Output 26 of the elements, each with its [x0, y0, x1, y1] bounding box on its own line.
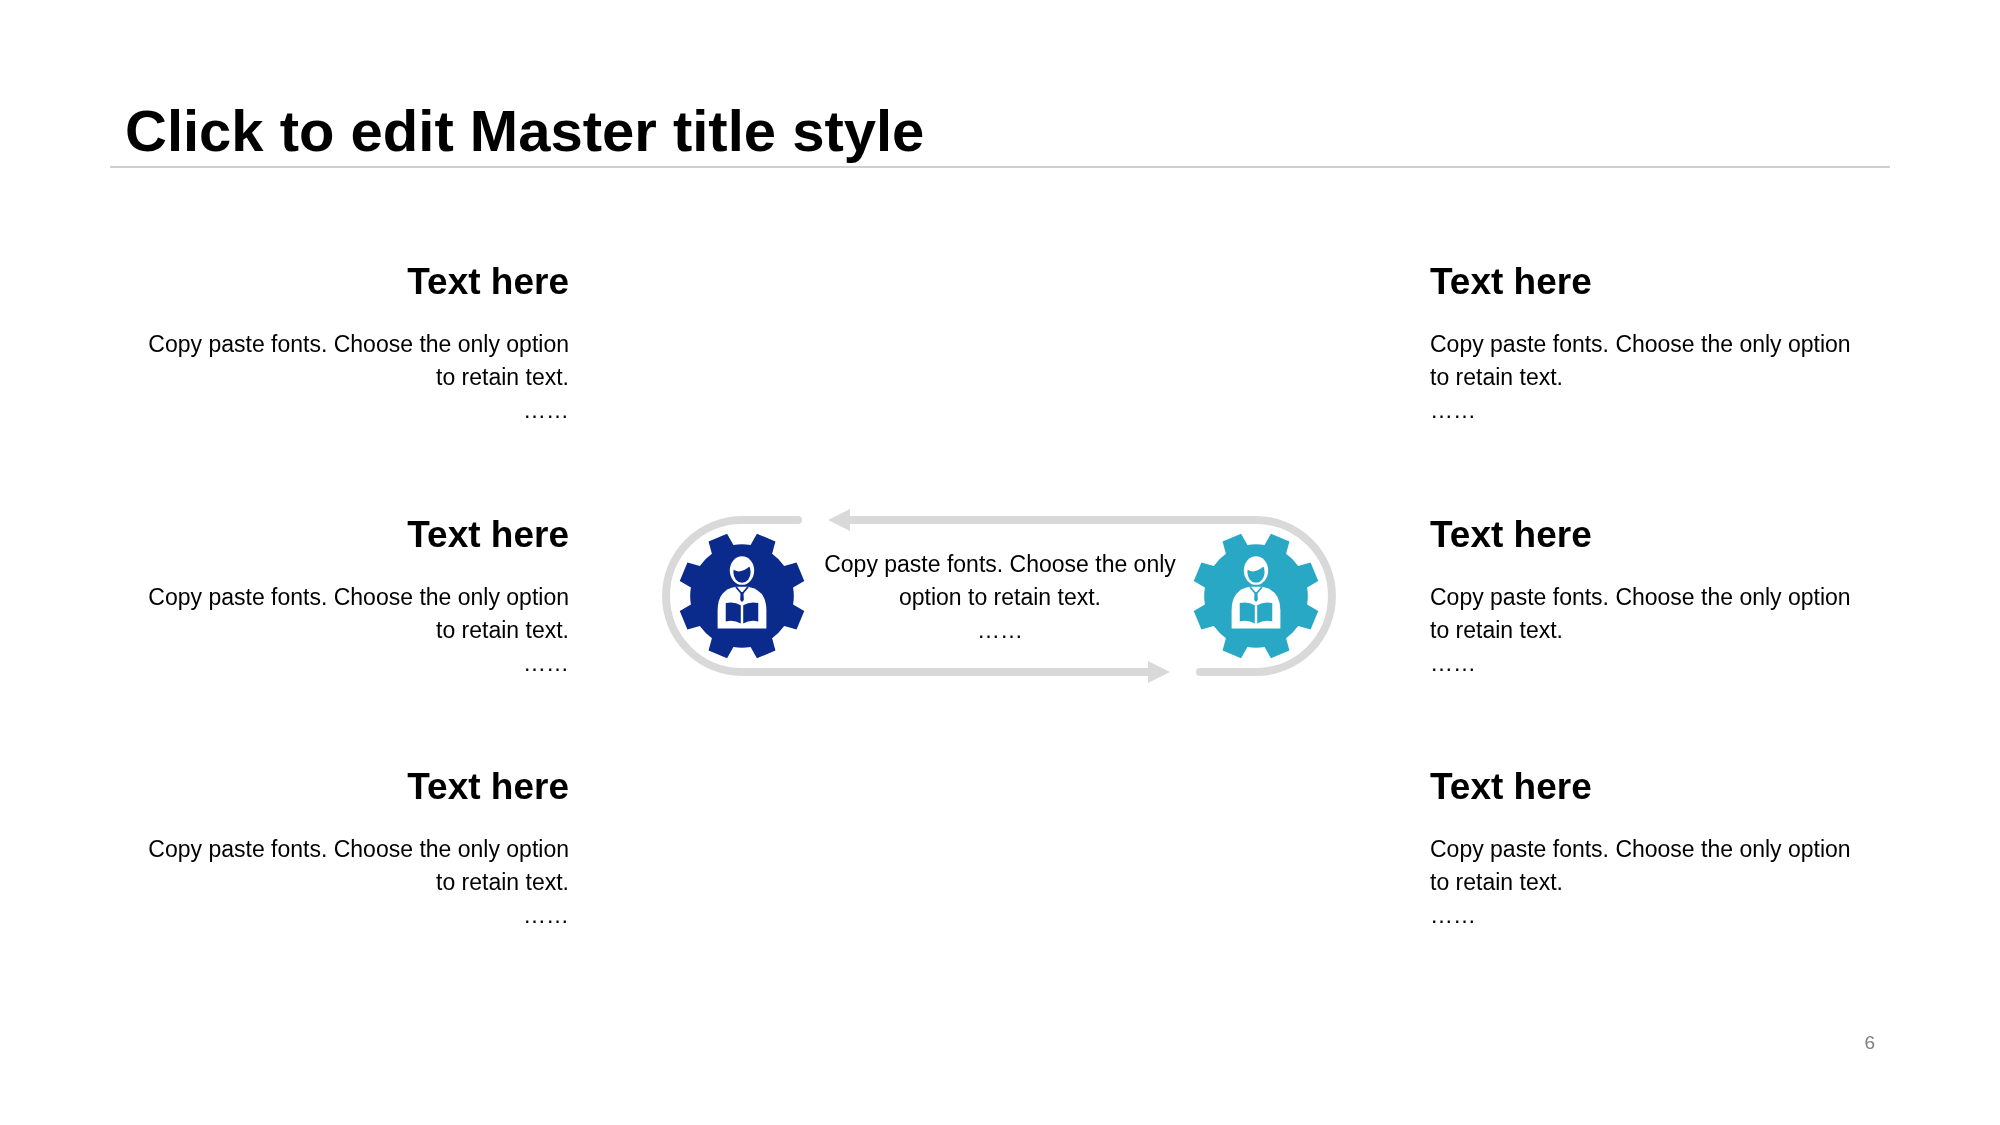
gear-reader-icon: [679, 533, 805, 659]
body-text: Copy paste fonts. Choose the only option to retain text.: [823, 550, 1177, 612]
section-heading: Text here: [407, 260, 569, 304]
ellipsis-text: ……: [523, 396, 569, 425]
body-text: Copy paste fonts. Choose the only option to retain text.: [147, 835, 569, 897]
ellipsis-text: ……: [1430, 901, 1476, 930]
page-number: 6: [1864, 1032, 1875, 1054]
slide-title: Click to edit Master title style: [125, 98, 925, 164]
ellipsis-text: ……: [1430, 648, 1476, 678]
body-text: Copy paste fonts. Choose the only option to retain text.: [1430, 835, 1852, 897]
curved-arrow: [662, 516, 1170, 683]
section-heading: Text here: [1430, 765, 1592, 809]
body-text: Copy paste fonts. Choose the only option to retain text.: [1430, 582, 1852, 645]
body-text: Copy paste fonts. Choose the only option to retain text.: [1430, 330, 1852, 392]
body-text: Copy paste fonts. Choose the only option to retain text.: [147, 330, 569, 392]
section-heading: Text here: [1430, 260, 1592, 304]
section-heading: Text here: [407, 765, 569, 809]
curved-arrow: [828, 509, 1336, 676]
ellipsis-text: ……: [523, 648, 569, 678]
ellipsis-text: ……: [977, 616, 1023, 645]
section-heading: Text here: [407, 512, 569, 557]
ellipsis-text: ……: [523, 901, 569, 930]
gear-reader-icon: [1193, 533, 1319, 659]
section-heading: Text here: [1430, 512, 1592, 557]
body-text: Copy paste fonts. Choose the only option to retain text.: [147, 582, 569, 645]
ellipsis-text: ……: [1430, 396, 1476, 425]
